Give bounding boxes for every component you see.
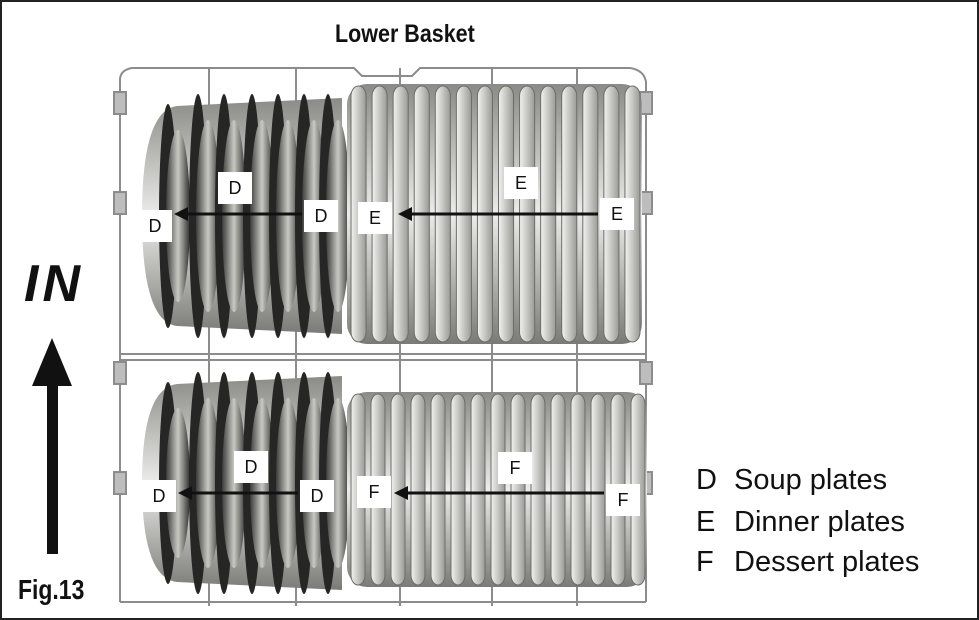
plate-rim [590,393,606,586]
plate-rim [550,393,566,586]
soup-plate-bowl [276,120,300,312]
soup-plate-bowl [222,120,246,312]
in-direction-arrow [32,338,72,554]
soup-plate-bowl [326,120,350,312]
plate-rim [490,393,506,586]
plate-rim [470,393,486,586]
plate-rim [450,393,466,586]
soup-plate-bowl [222,398,246,568]
plate-label: D [300,480,334,512]
basket-title: Lower Basket [335,20,475,48]
plate-label: F [606,484,640,516]
arrow-head-icon [394,486,408,500]
arrow-head-icon [398,207,412,221]
soup-plate-bowl [276,398,300,568]
plate-label: E [504,167,538,199]
plate-label: D [142,480,176,512]
plate-rim [570,393,586,586]
plate-label: F [357,476,391,508]
plate-label: D [304,200,338,232]
plate-rim [530,393,546,586]
direction-label: IN [24,255,84,313]
plate-label: F [498,452,532,484]
soup-plate-bowl [196,120,220,312]
soup-plate-bowl [196,398,220,568]
arrow-head-icon [178,486,192,500]
soup-plate-bowl [326,398,350,568]
plate-label: D [138,210,172,242]
plate-label: D [234,451,268,483]
plate-label: E [600,198,634,230]
plate-label: E [358,202,392,234]
figure-label: Fig.13 [18,574,85,605]
plate-rim [410,393,426,586]
soup-plate-bowl [250,120,274,312]
arrow-head-icon [174,207,188,221]
plate-rim [510,393,526,586]
plate-label: D [218,172,252,204]
soup-plate-bowl [250,398,274,568]
soup-plate-bowl [166,408,190,558]
plate-rim [430,393,446,586]
